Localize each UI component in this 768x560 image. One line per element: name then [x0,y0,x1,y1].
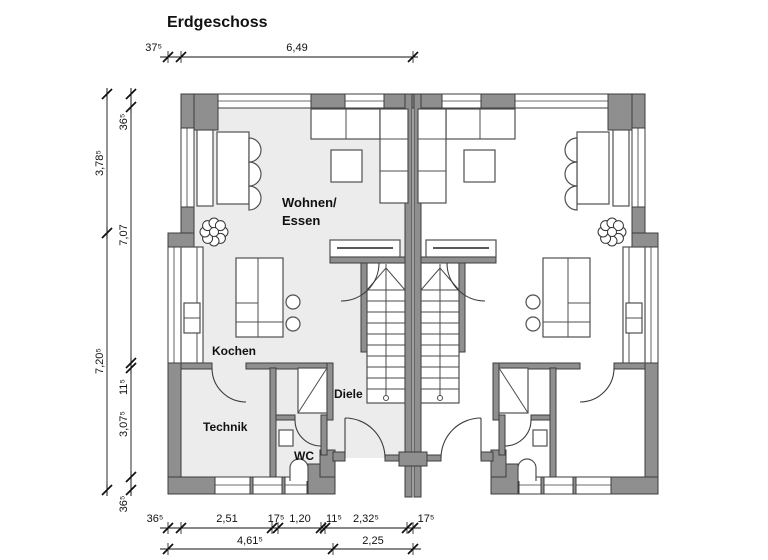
dim-b2-0: 4,61⁵ [237,535,263,547]
room-label-living-line2: Essen [282,213,320,228]
door-swings [211,262,615,459]
dim-b1-5: 2,32⁵ [353,513,379,525]
dim-left-upper: 3,78⁵ [94,150,106,176]
dim-wall-bottom: 36⁵ [118,496,130,513]
wc-sink [532,429,548,447]
room-label-wc: WC [294,449,314,463]
dim-b1-0: 36⁵ [147,513,164,525]
wc-sink [278,429,294,447]
dim-room-upper: 7,07 [118,224,130,245]
stairs-right [420,262,460,404]
dimension-left-inner: 36⁵ 7,07 11⁵ 3,07⁵ 36⁵ [118,87,137,513]
plant-icon [199,217,229,247]
toilet [289,458,309,481]
dimension-left-outer: 3,78⁵ 7,20⁵ [94,87,113,497]
room-label-living-line1: Wohnen/ [282,195,337,210]
stairs-left [366,262,406,404]
sofa-chaise [417,108,447,204]
sofa-chaise [379,108,409,204]
bench [196,129,214,207]
coffee-table [330,149,363,183]
dim-b1-1: 2,51 [216,513,237,525]
wardrobe-cabinets [297,367,529,414]
dimension-bottom-lower: 4,61⁵ 2,25 [160,535,421,556]
dining-table [216,131,250,205]
dim-inner-wall: 11⁵ [118,379,130,395]
dim-top-width: 6,49 [286,42,307,54]
room-label-kitchen: Kochen [212,344,256,358]
chair [248,185,262,211]
dimension-top: 37⁵ 6,49 [145,42,419,64]
dining-table [576,131,610,205]
stool [525,294,541,310]
dim-room-lower: 3,07⁵ [118,411,130,437]
dimension-bottom-upper: 36⁵ 2,51 17⁵ 1,20 11⁵ 2,32⁵ 17⁵ [147,513,435,535]
dim-b1-6: 17⁵ [418,513,435,525]
bench [612,129,630,207]
dim-b1-3: 1,20 [289,513,310,525]
furniture-left-unit [180,108,409,481]
chair [564,185,578,211]
plant-icon [597,217,627,247]
dim-b2-1: 2,25 [362,535,383,547]
dim-left-lower: 7,20⁵ [94,348,106,374]
room-label-hallway: Diele [334,387,363,401]
room-label-utility: Technik [203,420,248,434]
dim-top-offset: 37⁵ [145,42,162,54]
dim-b1-4: 11⁵ [326,513,342,525]
dim-b1-2: 17⁵ [268,513,285,525]
kitchen-island [542,257,591,338]
kitchen-island [235,257,284,338]
dim-wall-top: 36⁵ [118,114,130,131]
page-title: Erdgeschoss [167,14,268,31]
coffee-table [463,149,496,183]
stool [285,294,301,310]
stool [525,316,541,332]
toilet [517,458,537,481]
room-labels: Wohnen/ Essen Kochen Technik WC Diele [203,195,363,463]
stool [285,316,301,332]
furniture-right-unit [417,108,646,481]
